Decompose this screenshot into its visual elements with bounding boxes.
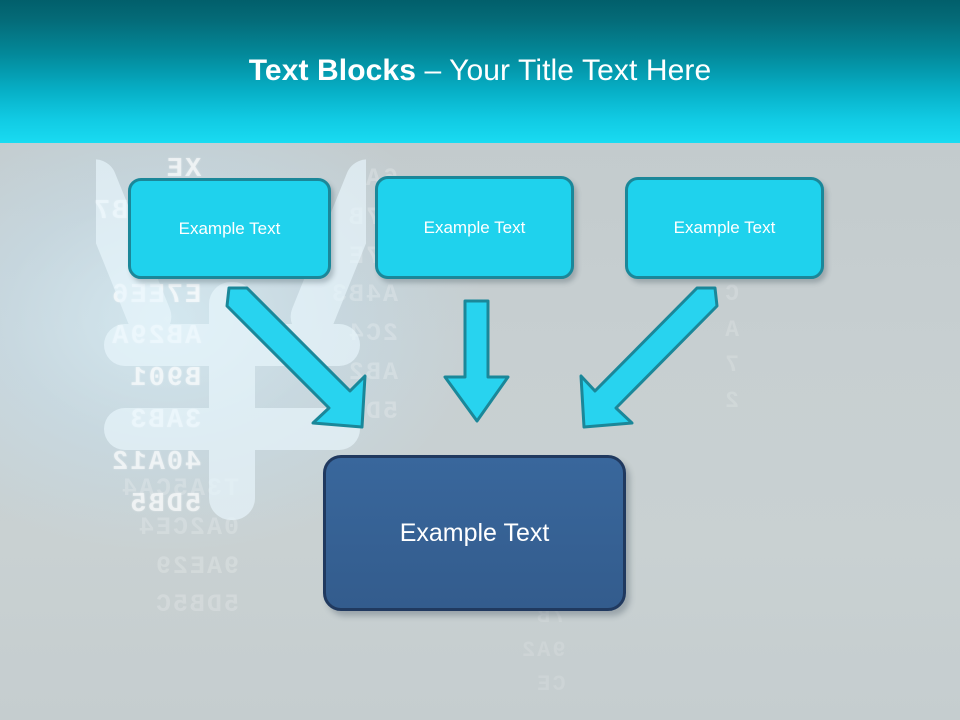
text-block-box-summary-label: Example Text [399, 519, 550, 547]
text-block-box-3[interactable]: Example Text [625, 177, 824, 279]
text-block-box-1[interactable]: Example Text [128, 178, 331, 279]
text-block-box-3-label: Example Text [673, 218, 776, 237]
page-title: Text Blocks – Your Title Text Here [0, 52, 960, 90]
page-title-bold-part: Text Blocks [248, 54, 425, 87]
text-block-box-2[interactable]: Example Text [375, 176, 574, 279]
slide-header-band [0, 0, 960, 143]
page-title-regular-part: – Your Title Text Here [424, 54, 712, 87]
text-block-box-2-label: Example Text [423, 217, 526, 237]
text-block-box-1-label: Example Text [178, 218, 281, 238]
text-block-box-summary[interactable]: Example Text [323, 455, 626, 611]
